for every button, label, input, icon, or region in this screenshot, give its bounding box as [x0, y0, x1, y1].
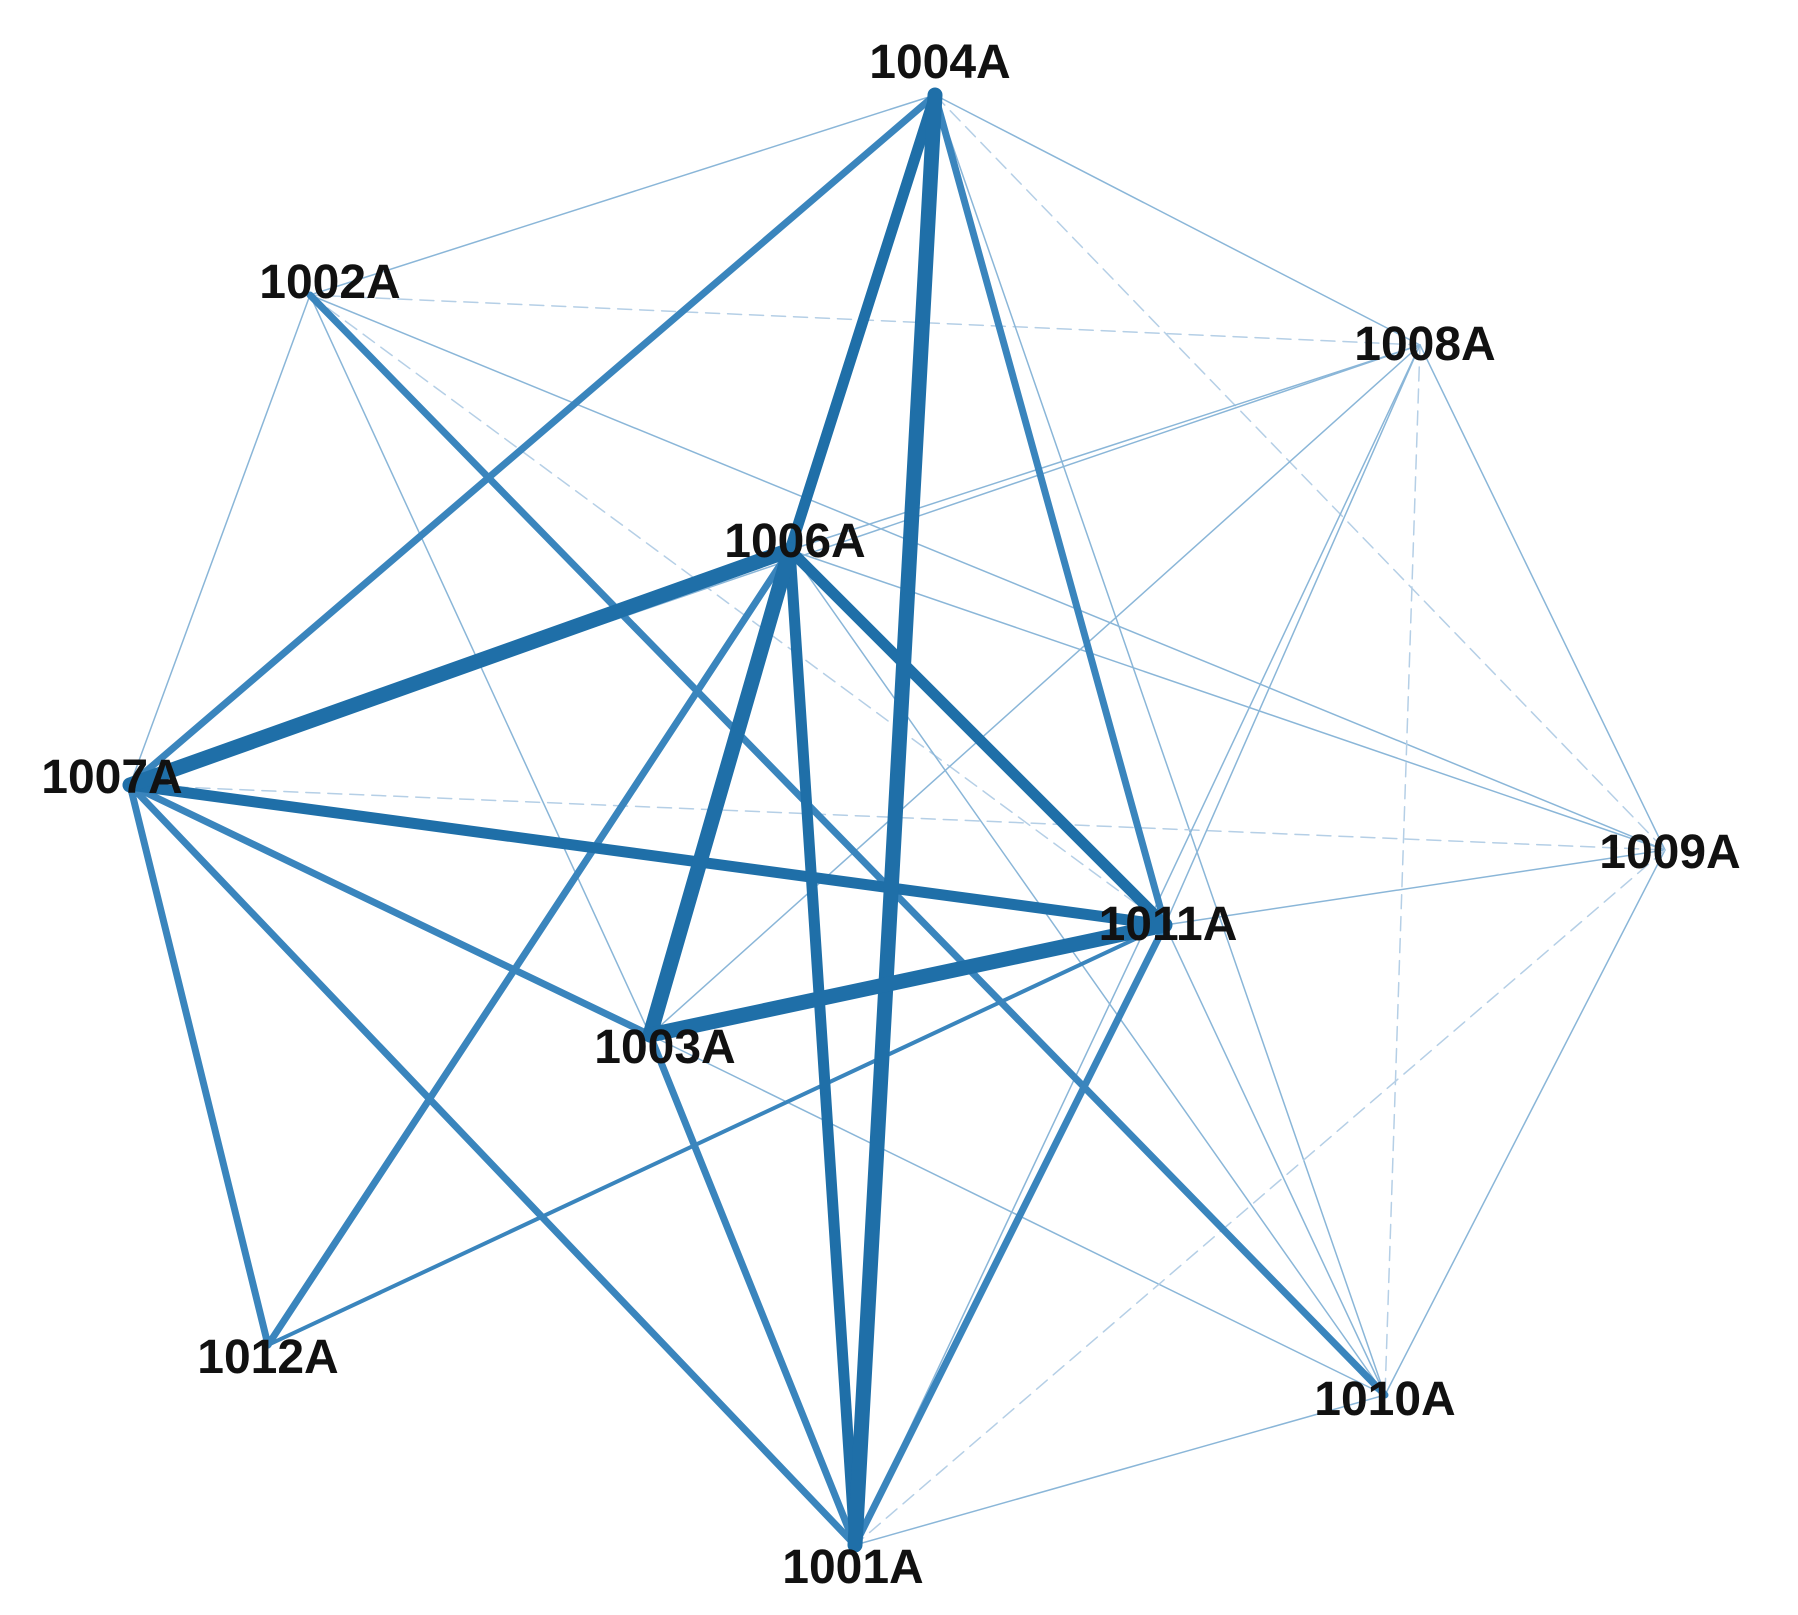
edge-1008A-1010A: [1384, 344, 1421, 1396]
node-label-1012A: 1012A: [197, 1331, 338, 1384]
node-label-1008A: 1008A: [1354, 318, 1495, 371]
edge-1011A-1009A: [1164, 849, 1666, 926]
edge-1002A-1009A: [309, 294, 1666, 851]
node-label-1001A: 1001A: [782, 1541, 923, 1594]
edge-1008A-1011A: [1164, 344, 1421, 926]
edge-1003A-1008A: [649, 344, 1421, 1036]
edge-1006A-1001A: [784, 544, 861, 1551]
node-label-1007A: 1007A: [41, 751, 182, 804]
edge-1009A-1010A: [1384, 849, 1666, 1396]
edge-1007A-1002A: [129, 294, 311, 786]
edge-1010A-1001A: [854, 1394, 1386, 1546]
edge-1007A-1011A: [124, 779, 1171, 931]
node-label-1010A: 1010A: [1314, 1373, 1455, 1426]
node-label-1011A: 1011A: [1099, 898, 1238, 951]
edge-1007A-1009A: [129, 784, 1666, 851]
edge-1007A-1012A: [126, 781, 272, 1349]
edge-1002A-1011A: [309, 294, 1166, 926]
node-label-1003A: 1003A: [594, 1021, 735, 1074]
node-label-layer: 1001A 1002A 1003A 1004A 1006A 1007A 1008A 1009A…: [41, 36, 1740, 1594]
edge-1003A-1011A: [642, 917, 1173, 1043]
edge-1006A-1011A: [784, 544, 1171, 931]
edge-1003A-1001A: [646, 1031, 859, 1549]
edge-1011A-1010A: [1164, 924, 1386, 1396]
edge-1004A-1001A: [847, 87, 943, 1553]
edge-1008A-1009A: [1419, 344, 1666, 851]
edge-1011A-1001A: [851, 921, 1169, 1549]
edge-1002A-1010A: [306, 291, 1389, 1399]
edge-1004A-1008A: [934, 94, 1421, 346]
edge-1009A-1001A: [854, 849, 1666, 1546]
node-label-1006A: 1006A: [724, 515, 865, 568]
edge-1002A-1004A: [309, 94, 936, 296]
edge-1006A-1003A: [642, 542, 798, 1043]
edge-1007A-1001A: [126, 781, 859, 1549]
edge-layer: [122, 87, 1666, 1553]
edge-1006A-1012A: [264, 546, 794, 1349]
edge-1012A-1011A: [266, 923, 1167, 1347]
node-label-1002A: 1002A: [259, 256, 400, 309]
edge-1004A-1006A: [784, 89, 941, 556]
edge-1007A-1003A: [126, 781, 654, 1039]
edge-1006A-1009A: [789, 549, 1666, 851]
node-label-1004A: 1004A: [869, 36, 1010, 89]
edge-1006A-1008A: [789, 344, 1421, 551]
edge-1004A-1010A: [934, 94, 1386, 1396]
edge-1008A-1001A: [854, 344, 1421, 1546]
edge-1007A-1004A: [126, 91, 939, 789]
node-label-1009A: 1009A: [1599, 826, 1740, 879]
edge-1006A-1010A: [789, 549, 1386, 1396]
edge-1007A-1006A: [122, 542, 798, 793]
edge-1004A-1011A: [931, 91, 1169, 929]
